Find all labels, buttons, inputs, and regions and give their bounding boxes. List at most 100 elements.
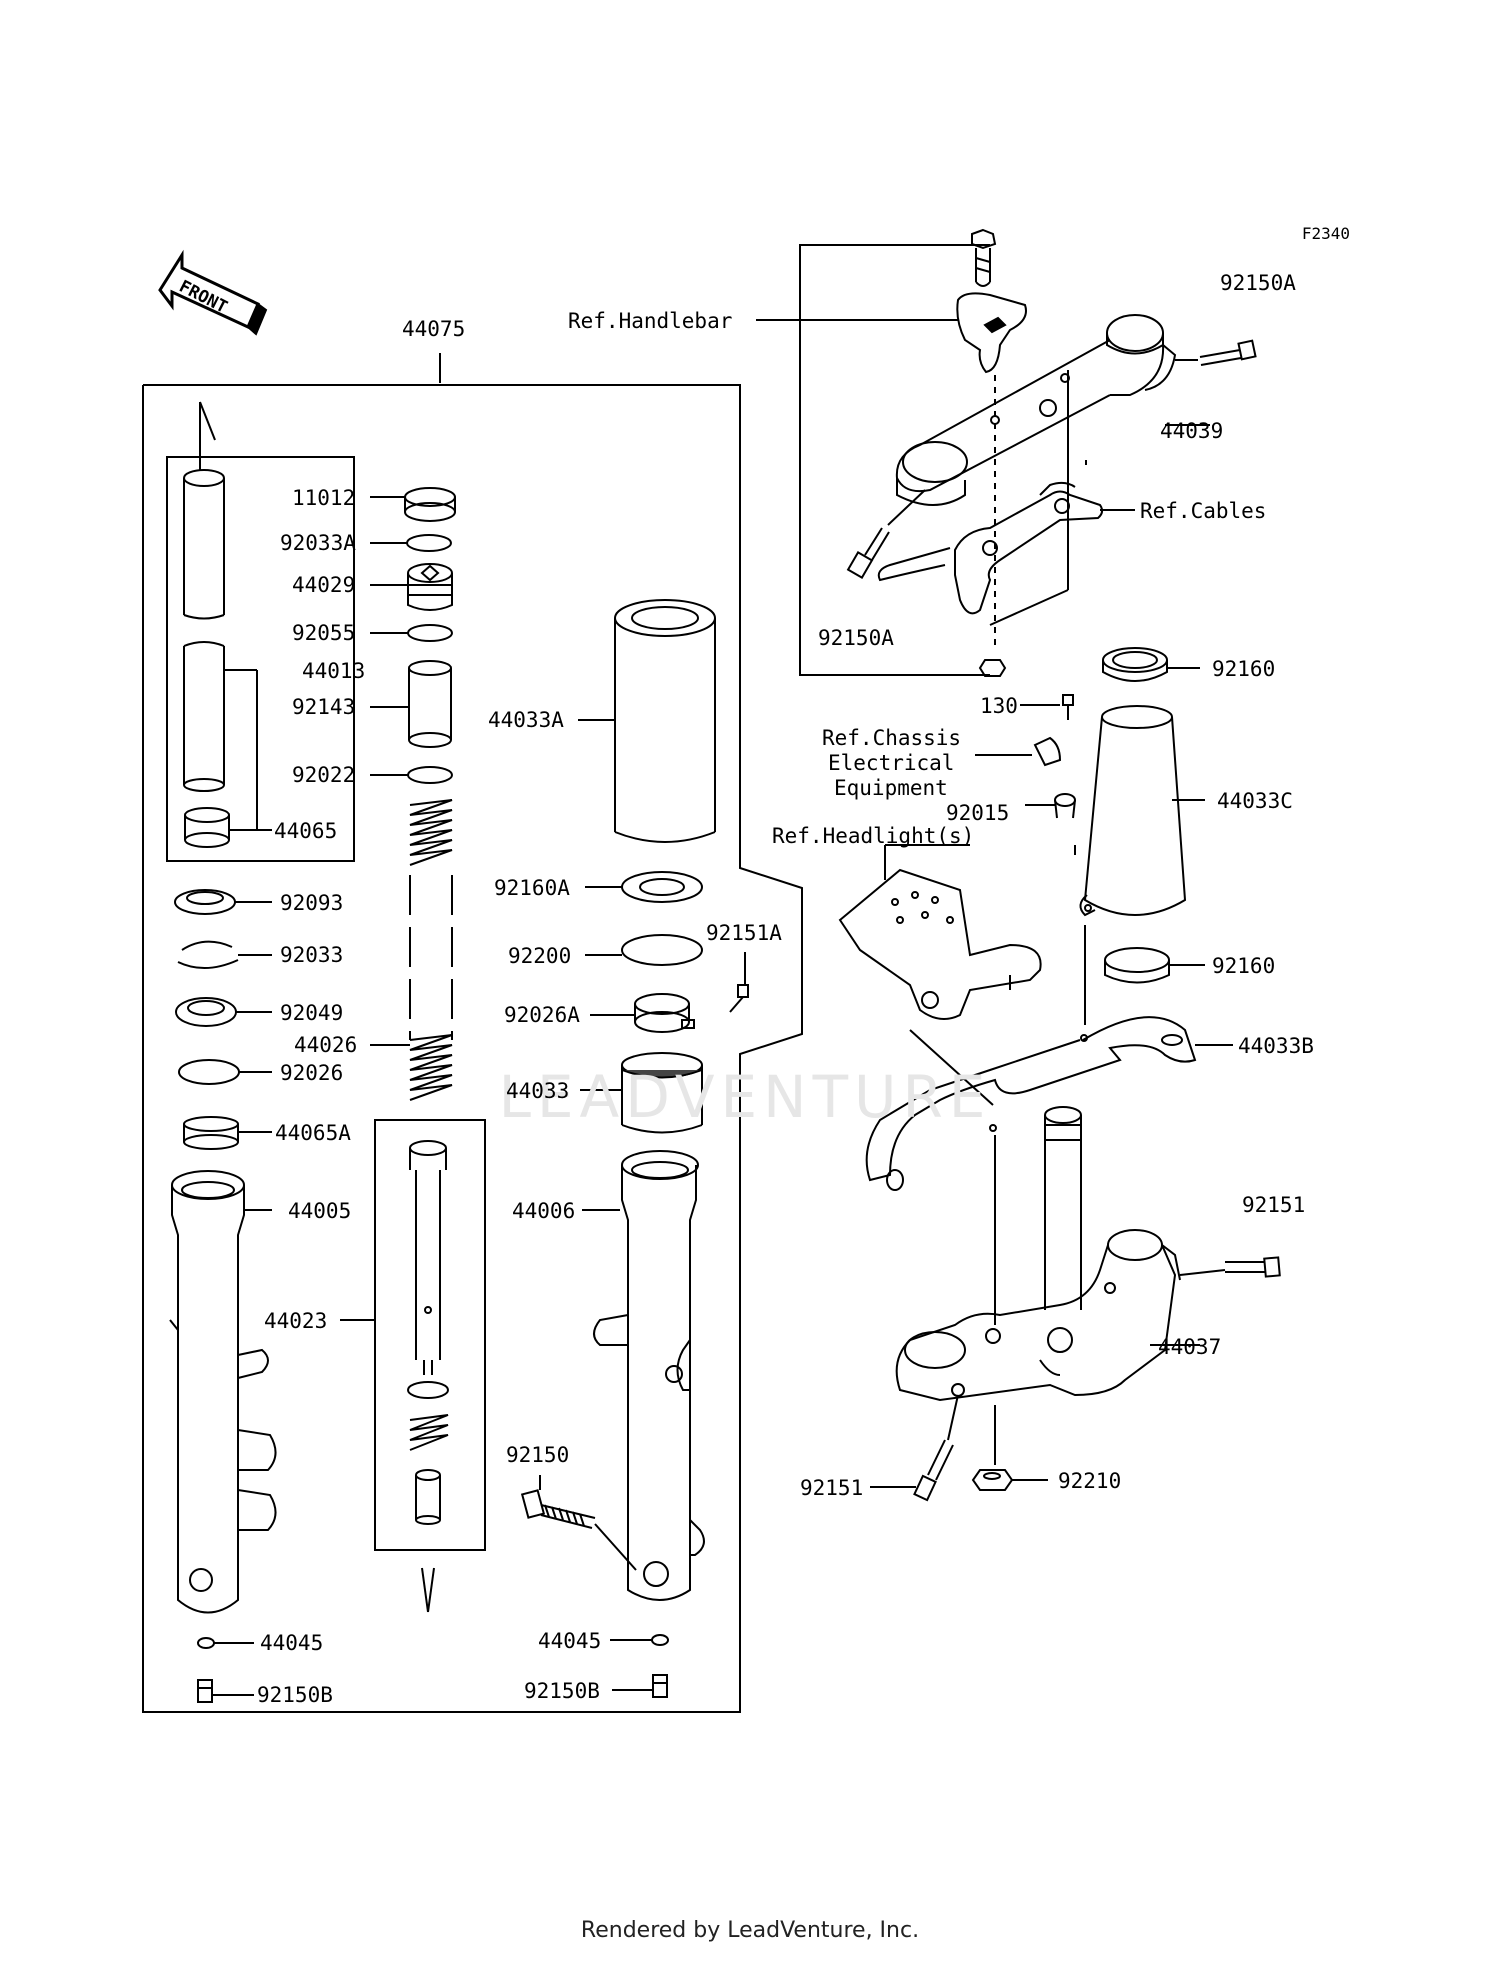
label-44039: 44039	[1160, 419, 1223, 443]
outer-tube-left-icon	[169, 1170, 277, 1614]
axle-bolt-icon	[520, 1489, 596, 1529]
label-44045-left: 44045	[260, 1631, 323, 1655]
stem-cover-icon	[1079, 705, 1187, 917]
label-11012: 11012	[292, 486, 355, 510]
bolt-92150A-top-icon	[1199, 339, 1257, 366]
nut-icon	[978, 659, 1007, 677]
o-ring-2-icon	[407, 624, 453, 642]
label-ref-handlebar: Ref.Handlebar	[568, 309, 732, 333]
label-44037: 44037	[1158, 1335, 1221, 1359]
electrical-bracket-icon	[1033, 736, 1062, 767]
bolt-92151-top-icon	[1225, 1256, 1281, 1278]
bushing-icon	[184, 807, 230, 848]
label-92093: 92093	[280, 891, 343, 915]
label-44033C: 44033C	[1217, 789, 1293, 813]
bearing-lower-icon	[1104, 947, 1170, 984]
label-130: 130	[980, 694, 1018, 718]
label-92210: 92210	[1058, 1469, 1121, 1493]
o-ring-icon	[406, 534, 452, 552]
label-44065A: 44065A	[275, 1121, 351, 1145]
label-44033A: 44033A	[488, 708, 564, 732]
damper-box	[374, 1119, 486, 1551]
outer-tube-right-icon	[593, 1150, 705, 1601]
label-92150A-left: 92150A	[818, 626, 894, 650]
washer-small-r-icon	[651, 1634, 669, 1646]
label-92049: 92049	[280, 1001, 343, 1025]
label-92160A: 92160A	[494, 876, 570, 900]
cover-ring-icon	[621, 1052, 703, 1134]
part-labels: 44075 11012 92033A 44029 92055 44013 921…	[257, 271, 1314, 1707]
label-92143: 92143	[292, 695, 355, 719]
circlip-icon	[177, 940, 239, 970]
oil-seal-icon	[175, 997, 237, 1027]
label-92150B-left: 92150B	[257, 1683, 333, 1707]
label-44005: 44005	[288, 1199, 351, 1223]
label-ref-chassis-2: Electrical	[828, 751, 954, 775]
label-92150: 92150	[506, 1443, 569, 1467]
label-92022: 92022	[292, 763, 355, 787]
bolt-r-icon	[652, 1674, 668, 1698]
label-ref-cables: Ref.Cables	[1140, 499, 1266, 523]
dust-seal-icon	[174, 889, 236, 915]
front-arrow-icon	[158, 249, 268, 336]
label-92026: 92026	[280, 1061, 343, 1085]
fork-spring-icon	[409, 799, 453, 1101]
rubber-seat-icon	[621, 871, 703, 903]
label-ref-chassis-3: Equipment	[834, 776, 948, 800]
label-ref-chassis-1: Ref.Chassis	[822, 726, 961, 750]
lower-triple-clamp-icon	[895, 1229, 1181, 1402]
upper-triple-clamp-icon	[895, 314, 1177, 506]
bolt-icon	[197, 1679, 213, 1703]
spacer-icon	[408, 660, 452, 748]
upper-bracket-box	[799, 244, 990, 676]
headlight-bracket-icon	[838, 868, 1042, 1020]
label-92033A: 92033A	[280, 531, 356, 555]
label-92160-top: 92160	[1212, 657, 1275, 681]
label-92151-top: 92151	[1242, 1193, 1305, 1217]
label-92055: 92055	[292, 621, 355, 645]
washer-3-icon	[621, 934, 703, 966]
bearing-top-icon	[1102, 647, 1168, 682]
damper-rod-icon	[407, 1140, 449, 1525]
label-44045-right: 44045	[538, 1629, 601, 1653]
fork-cover-icon	[614, 599, 716, 843]
top-bolt-icon	[971, 228, 997, 287]
label-92150B-right: 92150B	[524, 1679, 600, 1703]
label-92033: 92033	[280, 943, 343, 967]
label-92200: 92200	[508, 944, 571, 968]
label-92015: 92015	[946, 801, 1009, 825]
label-44026: 44026	[294, 1033, 357, 1057]
handlebar-holder-icon	[956, 292, 1027, 374]
label-92160-bottom: 92160	[1212, 954, 1275, 978]
top-cap-icon	[404, 487, 456, 522]
label-44013: 44013	[302, 659, 365, 683]
bolt-92151-bot-icon	[913, 1439, 954, 1502]
label-44033: 44033	[506, 1079, 569, 1103]
label-44006: 44006	[512, 1199, 575, 1223]
inner-tube-icon	[183, 469, 225, 792]
clamp-44033B-icon	[865, 1016, 1197, 1191]
nut-92210-icon	[971, 1469, 1014, 1491]
cable-bracket-icon	[877, 481, 1104, 615]
label-44029: 44029	[292, 573, 355, 597]
label-44033B: 44033B	[1238, 1034, 1314, 1058]
label-44023: 44023	[264, 1309, 327, 1333]
label-92151-bottom: 92151	[800, 1476, 863, 1500]
label-92150A-top: 92150A	[1220, 271, 1296, 295]
figure-code: F2340	[1301, 224, 1350, 243]
screw-small-icon	[729, 984, 749, 1013]
label-ref-headlight: Ref.Headlight(s)	[772, 824, 974, 848]
inner-tube-box	[166, 456, 355, 862]
watermark: LEADVENTURE	[499, 1063, 992, 1131]
label-92151A: 92151A	[706, 921, 782, 945]
collar-icon	[1054, 793, 1076, 819]
footer-credit: Rendered by LeadVenture, Inc.	[580, 1918, 920, 1943]
clamp-icon	[634, 993, 695, 1033]
label-44065: 44065	[274, 819, 337, 843]
fork-assembly-box	[142, 384, 803, 1713]
washer-small-icon	[197, 1637, 215, 1649]
screw-130-icon	[1062, 694, 1074, 720]
steering-stem-icon	[1044, 1106, 1082, 1310]
adjuster-icon	[407, 563, 453, 611]
